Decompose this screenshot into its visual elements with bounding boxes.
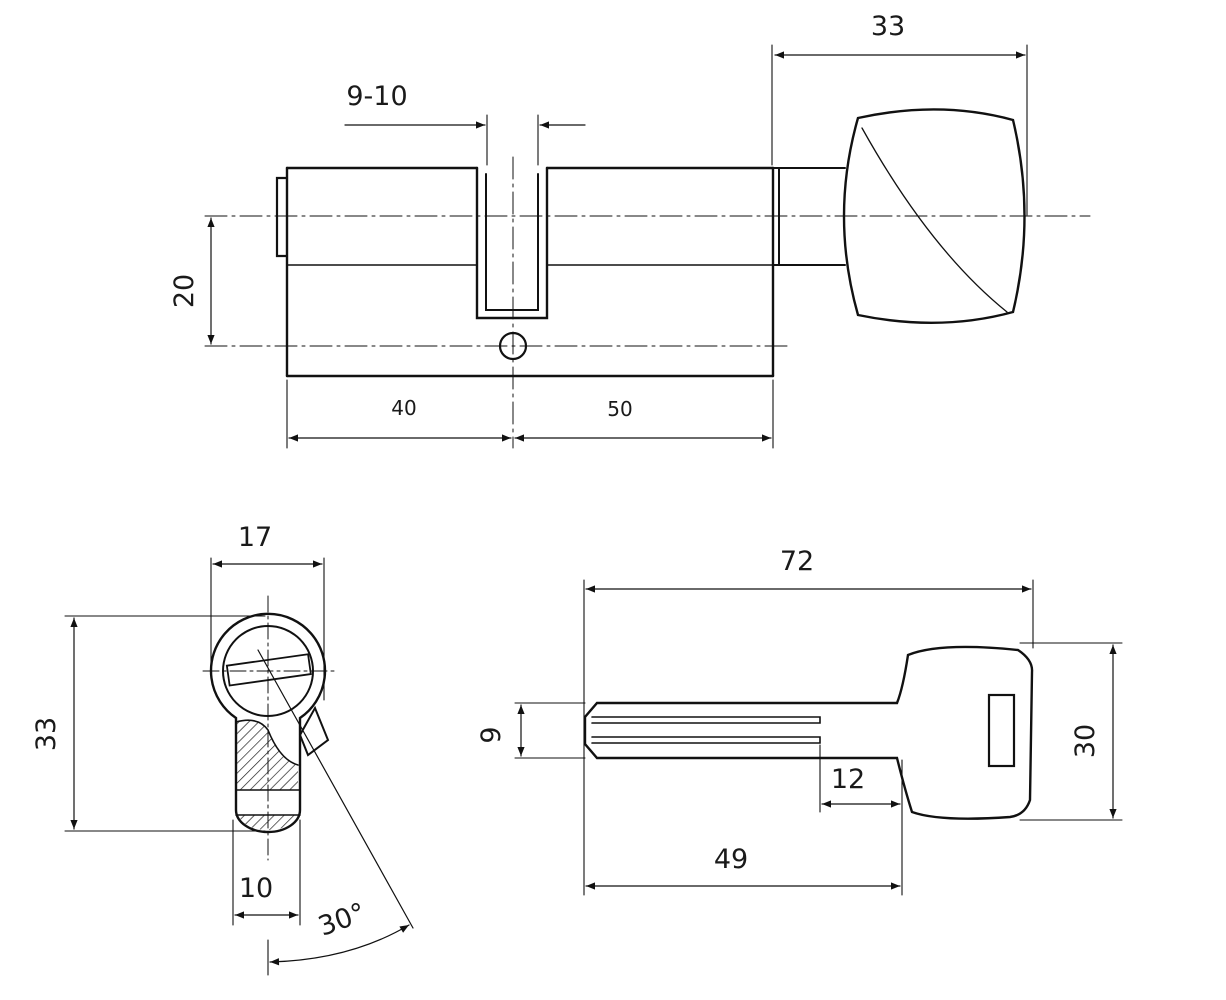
section-hatch-bottom bbox=[238, 815, 298, 830]
key-view bbox=[514, 579, 1123, 896]
dim-profile-width: 17 bbox=[238, 522, 272, 553]
dim-height: 20 bbox=[169, 274, 200, 308]
dim-key-shoulder: 12 bbox=[831, 764, 865, 795]
profile-outline bbox=[209, 612, 330, 834]
dimension-lines-key bbox=[517, 585, 1117, 890]
dimension-labels: 33 9-10 20 40 50 17 33 10 30° 72 9 30 12… bbox=[31, 11, 1101, 943]
cylinder-profile-view bbox=[64, 557, 414, 976]
dim-key-blade-height: 9 bbox=[476, 726, 507, 743]
dim-profile-height: 33 bbox=[31, 717, 62, 751]
cylinder-body bbox=[275, 166, 775, 378]
dim-turn-knob: 33 bbox=[871, 11, 905, 42]
dim-cam-slot: 9-10 bbox=[346, 81, 407, 112]
dim-profile-lower-width: 10 bbox=[239, 873, 273, 904]
turn-knob bbox=[772, 108, 1026, 325]
extension-lines-profile bbox=[64, 557, 325, 976]
dim-key-blade-length: 49 bbox=[714, 844, 748, 875]
dimension-lines-top bbox=[207, 51, 1026, 442]
dim-key-total-length: 72 bbox=[780, 546, 814, 577]
dim-cam-angle: 30° bbox=[314, 897, 370, 942]
key-outline bbox=[583, 645, 1034, 820]
dim-left-length: 40 bbox=[391, 396, 416, 420]
dimension-lines-profile bbox=[70, 560, 410, 966]
cylinder-top-view bbox=[204, 44, 1091, 449]
extension-lines-key bbox=[514, 579, 1123, 896]
extension-lines-top bbox=[286, 44, 1028, 449]
centerlines-top bbox=[204, 156, 1091, 449]
section-hatch bbox=[236, 720, 298, 790]
dim-key-head-height: 30 bbox=[1070, 724, 1101, 758]
dim-right-length: 50 bbox=[607, 397, 632, 421]
